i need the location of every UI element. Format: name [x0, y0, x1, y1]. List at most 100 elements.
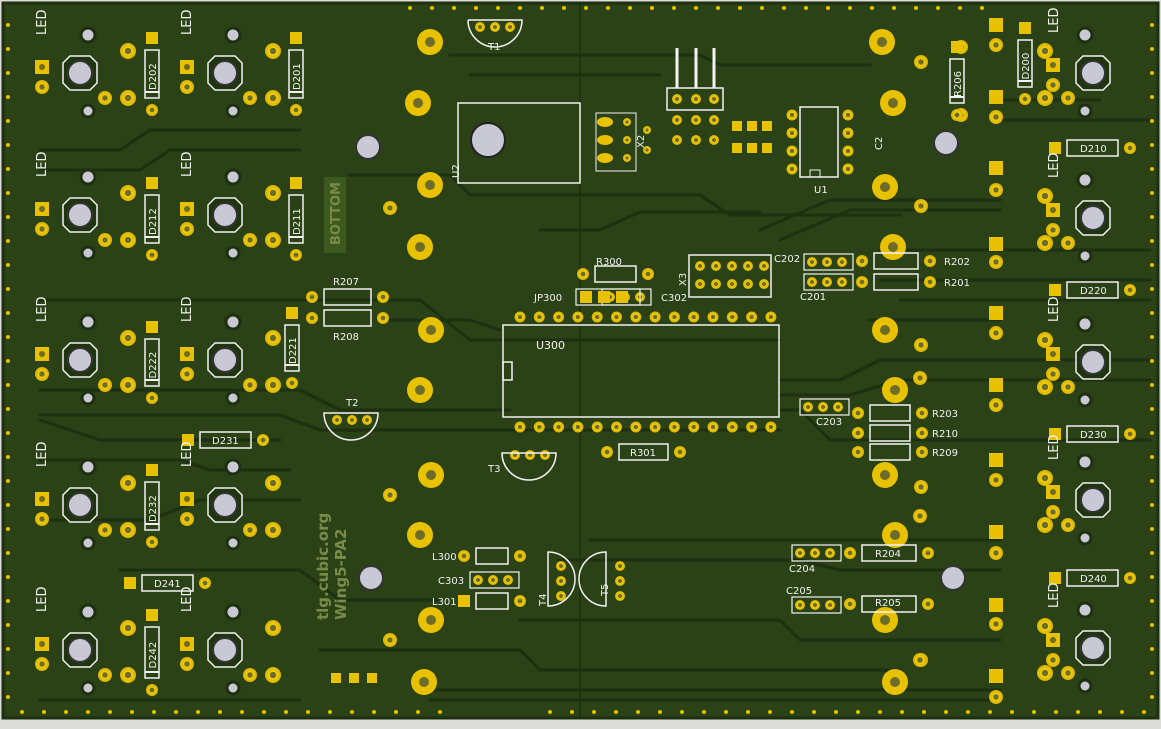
- led-label: LED: [35, 442, 50, 467]
- ic-pin: [630, 311, 642, 323]
- u1-ic-outline: [799, 106, 839, 178]
- part-label: D221: [288, 337, 299, 364]
- ic-pin: [553, 421, 565, 433]
- large-pad-drill: [413, 98, 423, 108]
- part-label: D212: [148, 208, 159, 235]
- transistor-pad: [556, 561, 566, 571]
- header-pin: [695, 279, 705, 289]
- large-pad-drill: [880, 615, 890, 625]
- copper-trace: [778, 408, 1152, 442]
- edge-via: [1150, 335, 1154, 339]
- ic-pin: [726, 421, 738, 433]
- edge-via: [1032, 710, 1036, 714]
- edge-via: [870, 6, 874, 10]
- mounting-hole: [355, 134, 381, 160]
- led-pad-drill: [184, 496, 190, 502]
- part-label: R301: [630, 448, 656, 459]
- header-x3: [688, 254, 772, 298]
- large-pad-drill: [415, 385, 425, 395]
- led-pad-round: [35, 657, 49, 671]
- transistor-pad: [556, 576, 566, 586]
- edge-via: [1150, 47, 1154, 51]
- edge-via: [6, 167, 10, 171]
- edge-via: [518, 6, 522, 10]
- edge-via: [6, 431, 10, 435]
- edge-via: [1150, 23, 1154, 27]
- edge-via: [152, 710, 156, 714]
- copper-trace: [378, 318, 502, 332]
- transistor-pad: [615, 561, 625, 571]
- edge-via: [834, 710, 838, 714]
- led-site: [62, 603, 136, 696]
- edge-via: [86, 710, 90, 714]
- led-pad-round: [35, 367, 49, 381]
- ic-pin: [649, 421, 661, 433]
- part-label: X3: [678, 273, 689, 286]
- square-pad: [989, 525, 1003, 539]
- edge-via: [1150, 287, 1154, 291]
- edge-via: [6, 599, 10, 603]
- part-label: C302: [661, 293, 687, 304]
- led-pad-round: [180, 80, 194, 94]
- led-pad-round: [35, 222, 49, 236]
- edge-via: [702, 710, 706, 714]
- edge-via: [6, 647, 10, 651]
- edge-via: [438, 710, 442, 714]
- edge-via: [6, 335, 10, 339]
- edge-via: [6, 527, 10, 531]
- part-label: C201: [800, 292, 826, 303]
- edge-via: [306, 710, 310, 714]
- part-label: R201: [944, 278, 970, 289]
- edge-via: [218, 710, 222, 714]
- edge-via: [1150, 671, 1154, 675]
- medium-pad: [913, 371, 927, 385]
- led-label: LED: [35, 297, 50, 322]
- edge-via: [328, 710, 332, 714]
- edge-via: [6, 359, 10, 363]
- ic-pin: [533, 311, 545, 323]
- part-label: D222: [148, 352, 159, 379]
- round-pad: [989, 183, 1003, 197]
- led-pad-drill: [184, 64, 190, 70]
- led-label: LED: [35, 10, 50, 35]
- edge-via: [6, 95, 10, 99]
- edge-via: [1150, 239, 1154, 243]
- edge-via: [1150, 599, 1154, 603]
- trace-layer: [38, 53, 1152, 702]
- transistor-pad: [475, 22, 485, 32]
- part-label: T2: [345, 398, 358, 409]
- edge-via: [1150, 143, 1154, 147]
- copper-trace: [38, 388, 512, 412]
- edge-via: [878, 710, 882, 714]
- led-label: LED: [1047, 8, 1062, 33]
- part-label: D202: [148, 63, 159, 90]
- edge-via: [1010, 710, 1014, 714]
- u300-ic-outline: [502, 324, 780, 418]
- part-label: T1: [487, 42, 500, 53]
- edge-via: [966, 710, 970, 714]
- copper-trace: [38, 413, 782, 432]
- edge-via: [614, 710, 618, 714]
- led-pad-drill: [184, 206, 190, 212]
- ic-pin: [786, 127, 798, 139]
- copper-trace: [318, 648, 902, 672]
- led-pad-round: [35, 512, 49, 526]
- side-label: BOTTOM: [329, 182, 344, 245]
- led-pad-round: [180, 657, 194, 671]
- large-pad-drill: [415, 242, 425, 252]
- medium-pad: [914, 338, 928, 352]
- led-pad-drill: [184, 641, 190, 647]
- edge-via: [6, 671, 10, 675]
- part-label: R207: [333, 277, 359, 288]
- edge-via: [1120, 710, 1124, 714]
- square-pad: [989, 598, 1003, 612]
- part-label: C202: [774, 254, 800, 265]
- led-label: LED: [180, 587, 195, 612]
- led-pad-round: [180, 222, 194, 236]
- led-pad-round: [180, 367, 194, 381]
- edge-via: [1150, 503, 1154, 507]
- edge-via: [724, 710, 728, 714]
- led-label: LED: [35, 152, 50, 177]
- part-label: L300: [432, 552, 457, 563]
